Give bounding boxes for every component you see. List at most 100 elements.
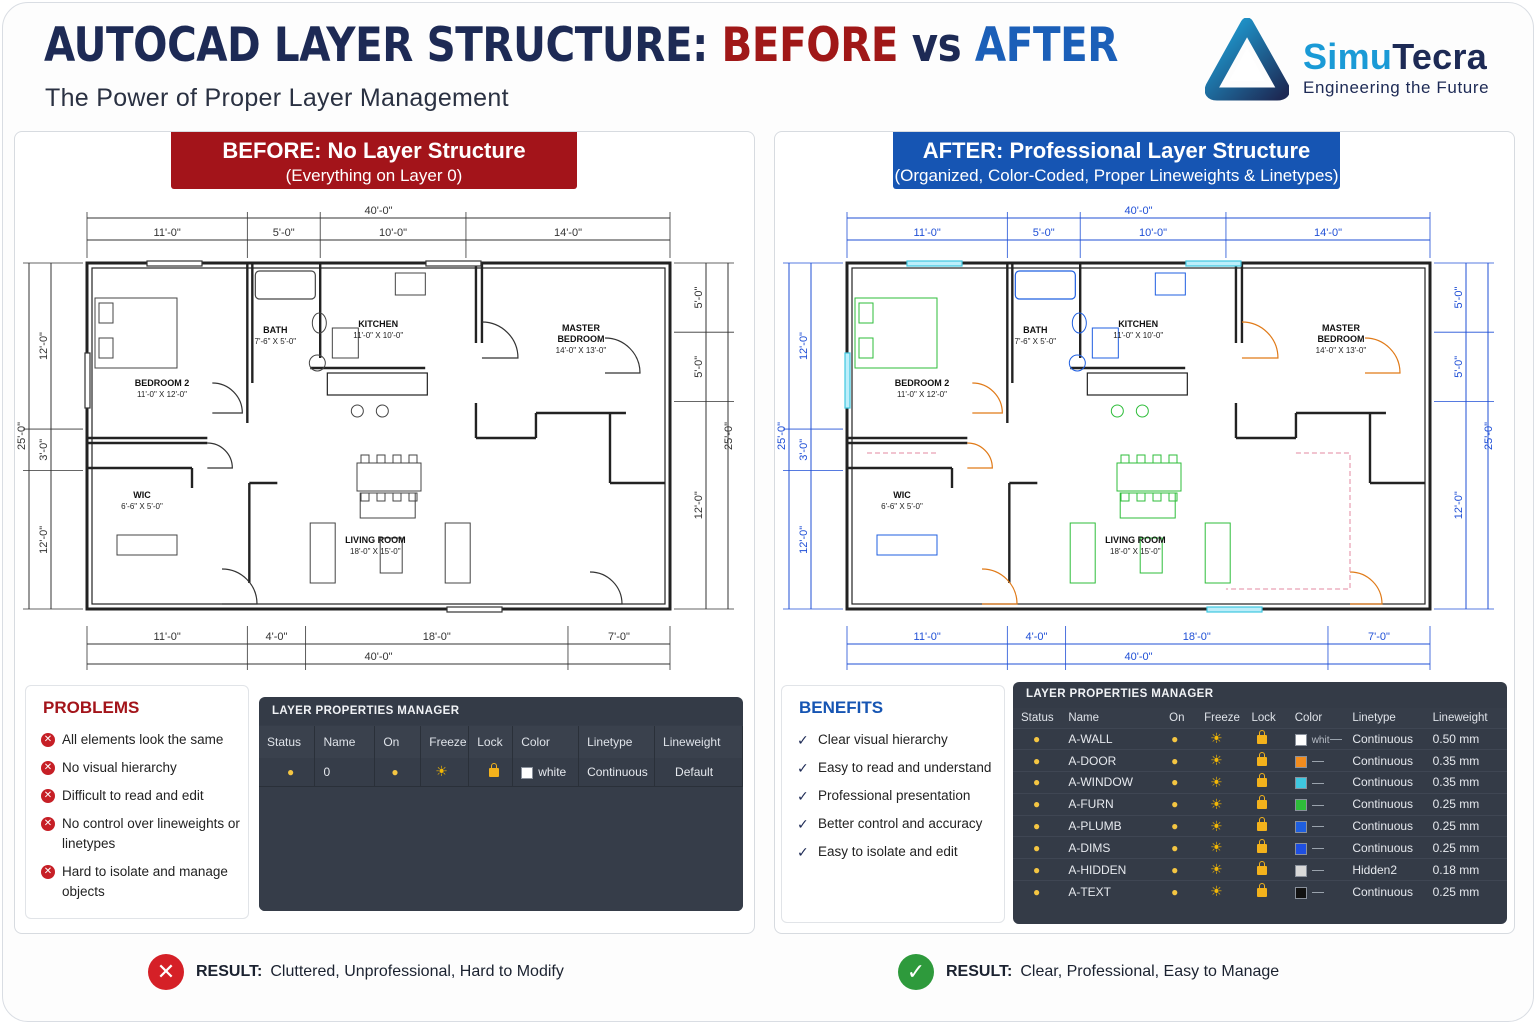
lock-icon[interactable] xyxy=(1257,751,1268,766)
freeze-sun-icon[interactable]: ☀ xyxy=(1210,730,1223,747)
column-header[interactable]: Color xyxy=(1286,708,1345,728)
layer-row-0[interactable]: ● 0 ● ☀ white Continuous Default xyxy=(259,758,743,787)
room-size: 14'-0" X 13'-0" xyxy=(1316,346,1367,355)
lock-icon[interactable] xyxy=(1257,817,1268,832)
column-header[interactable]: Name xyxy=(314,726,376,758)
dim-text: 5'-0" xyxy=(693,356,705,378)
column-header[interactable]: Color xyxy=(512,726,580,758)
status-bulb-icon: ● xyxy=(1033,884,1041,899)
freeze-sun-icon[interactable]: ☀ xyxy=(1210,817,1223,834)
layer-linetype: Continuous xyxy=(1344,727,1425,750)
lock-icon[interactable] xyxy=(489,762,500,777)
door xyxy=(207,442,233,469)
on-bulb-icon[interactable]: ● xyxy=(1171,819,1179,834)
lock-icon[interactable] xyxy=(1257,729,1268,744)
layer-lineweight: 0.50 mm xyxy=(1424,727,1507,750)
x-icon: ✕ xyxy=(41,733,55,747)
column-header[interactable]: Lock xyxy=(1243,708,1287,728)
stove xyxy=(331,327,359,359)
color-swatch[interactable] xyxy=(1294,820,1307,833)
room-name: BEDROOM xyxy=(557,334,604,344)
color-swatch[interactable] xyxy=(1294,733,1307,746)
lock-icon[interactable] xyxy=(1257,838,1268,853)
column-header[interactable]: On xyxy=(1161,708,1197,728)
lock-icon[interactable] xyxy=(1257,882,1268,897)
color-swatch[interactable] xyxy=(1294,777,1307,790)
on-bulb-icon[interactable]: ● xyxy=(1171,797,1179,812)
dim-text: 14'-0" xyxy=(1314,227,1342,239)
dim-text: 25'-0" xyxy=(1483,422,1495,450)
freeze-sun-icon[interactable]: ☀ xyxy=(435,763,448,780)
color-swatch[interactable] xyxy=(1294,842,1307,855)
dim-text: 12'-0" xyxy=(693,491,705,519)
freeze-sun-icon[interactable]: ☀ xyxy=(1210,861,1223,878)
before-panel: BEFORE: No Layer Structure (Everything o… xyxy=(14,131,755,934)
on-bulb-icon[interactable]: ● xyxy=(1171,753,1179,768)
column-header[interactable]: Lineweight xyxy=(1424,708,1507,728)
dim-text: 7'-0" xyxy=(608,631,630,643)
column-header[interactable]: Status xyxy=(259,726,316,758)
status-bulb-icon: ● xyxy=(1033,797,1041,812)
on-bulb-icon[interactable]: ● xyxy=(1171,775,1179,790)
sofa xyxy=(359,492,416,519)
layer-name: A-DIMS xyxy=(1060,836,1162,859)
before-banner-subtitle: (Everything on Layer 0) xyxy=(285,166,463,185)
check-icon: ✓ xyxy=(797,788,809,804)
column-header[interactable]: Lock xyxy=(468,726,514,758)
lineweight-preview xyxy=(1311,782,1324,784)
lineweight-preview xyxy=(1329,739,1342,741)
color-swatch[interactable] xyxy=(1294,755,1307,768)
freeze-sun-icon[interactable]: ☀ xyxy=(1210,839,1223,856)
column-header[interactable]: Freeze xyxy=(420,726,470,758)
stool xyxy=(350,404,364,418)
lock-icon[interactable] xyxy=(1257,795,1268,810)
check-icon: ✓ xyxy=(797,732,809,748)
after-banner-subtitle: (Organized, Color-Coded, Proper Lineweig… xyxy=(894,166,1339,185)
color-swatch[interactable] xyxy=(1294,864,1307,877)
after-result: ✓ RESULT: Clear, Professional, Easy to M… xyxy=(898,952,1279,992)
on-bulb-icon[interactable]: ● xyxy=(1171,840,1179,855)
problems-list: ✕All elements look the same✕No visual hi… xyxy=(41,730,248,902)
room-name: BATH xyxy=(263,325,287,335)
kitchen-sink xyxy=(1154,272,1186,296)
on-bulb-icon[interactable]: ● xyxy=(1171,884,1179,899)
column-header[interactable]: Status xyxy=(1013,708,1061,728)
room-size: 14'-0" X 13'-0" xyxy=(556,346,607,355)
column-header[interactable]: Freeze xyxy=(1196,708,1244,728)
column-header[interactable]: Name xyxy=(1060,708,1162,728)
lineweight-preview xyxy=(1311,892,1324,894)
problem-item: ✕Hard to isolate and manage objects xyxy=(41,862,248,902)
shelf xyxy=(116,534,178,556)
on-bulb-icon[interactable]: ● xyxy=(1171,862,1179,877)
lock-icon[interactable] xyxy=(1257,860,1268,875)
on-bulb-icon[interactable]: ● xyxy=(1171,731,1179,746)
column-header[interactable]: Linetype xyxy=(1344,708,1425,728)
column-header[interactable]: On xyxy=(374,726,422,758)
freeze-sun-icon[interactable]: ☀ xyxy=(1210,773,1223,790)
layer-lineweight: 0.25 mm xyxy=(1424,792,1507,816)
color-swatch[interactable] xyxy=(1294,799,1307,812)
lock-icon[interactable] xyxy=(1257,773,1268,788)
before-lpm-title: LAYER PROPERTIES MANAGER xyxy=(272,705,460,717)
lineweight-preview xyxy=(1311,870,1324,871)
column-header[interactable]: Linetype xyxy=(578,726,656,758)
check-icon: ✓ xyxy=(797,844,809,860)
layer-name: A-WALL xyxy=(1060,727,1162,750)
freeze-sun-icon[interactable]: ☀ xyxy=(1210,883,1223,900)
freeze-sun-icon[interactable]: ☀ xyxy=(1210,752,1223,769)
on-bulb-icon[interactable]: ● xyxy=(391,764,399,779)
color-swatch[interactable] xyxy=(521,766,534,779)
freeze-sun-icon[interactable]: ☀ xyxy=(1210,795,1223,812)
color-swatch[interactable] xyxy=(1294,886,1307,899)
column-header[interactable]: Lineweight xyxy=(654,726,743,758)
window xyxy=(1185,260,1242,267)
